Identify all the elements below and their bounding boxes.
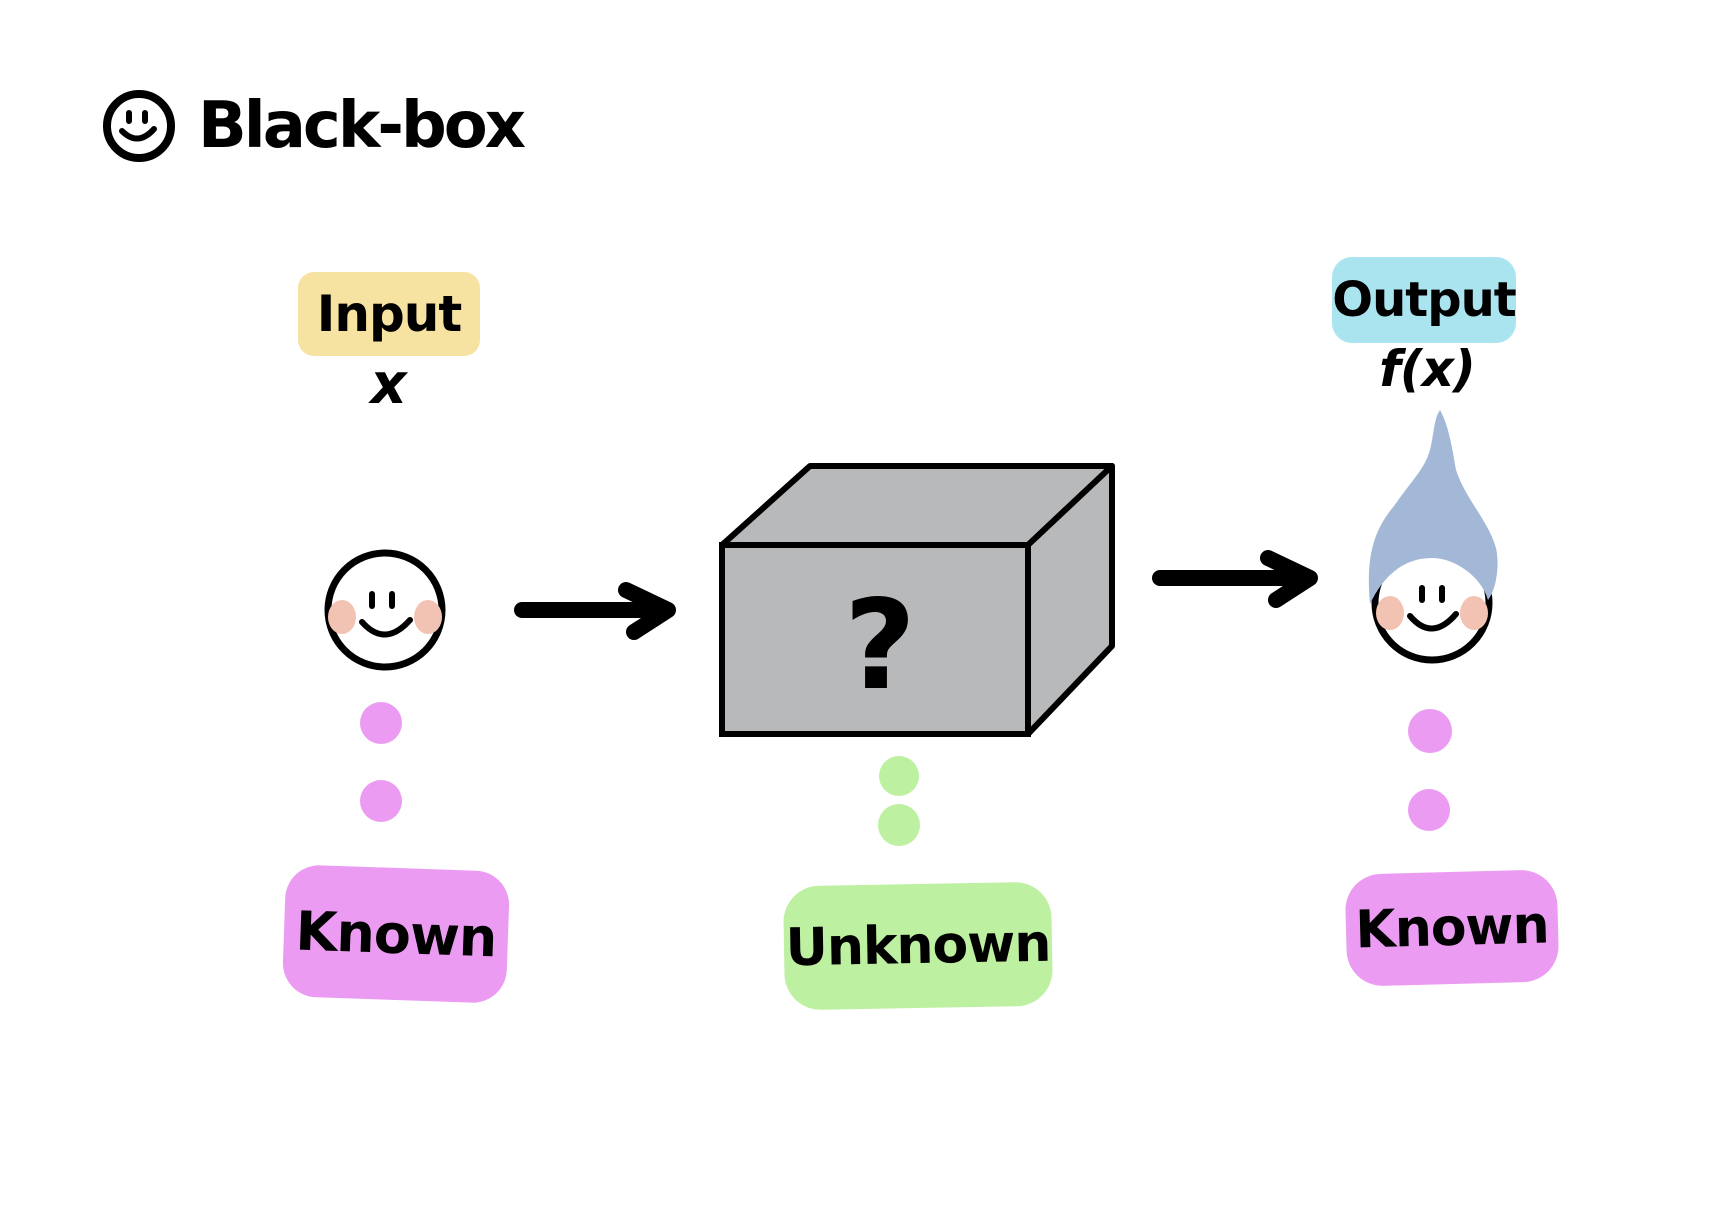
connector-dot	[879, 756, 919, 796]
question-mark: ?	[844, 574, 916, 718]
connector-dot	[360, 702, 402, 744]
smiley-icon	[103, 90, 175, 162]
input-face-icon	[324, 549, 446, 671]
connector-dot	[360, 780, 402, 822]
blackbox-cube-icon: ?	[719, 463, 1115, 737]
diagram-title: Black-box	[100, 86, 526, 166]
input-label: Input	[298, 272, 480, 356]
connector-dot	[1408, 789, 1450, 831]
arrow-right-icon	[1152, 550, 1318, 608]
title-text: Black-box	[198, 89, 526, 163]
connector-dot	[1408, 709, 1452, 753]
input-variable: x	[370, 352, 406, 417]
output-face-with-hat-icon	[1368, 410, 1498, 664]
connector-dot	[878, 804, 920, 846]
arrow-right-icon	[514, 582, 676, 640]
output-label: Output	[1332, 257, 1517, 343]
output-function: f(x)	[1379, 340, 1476, 398]
